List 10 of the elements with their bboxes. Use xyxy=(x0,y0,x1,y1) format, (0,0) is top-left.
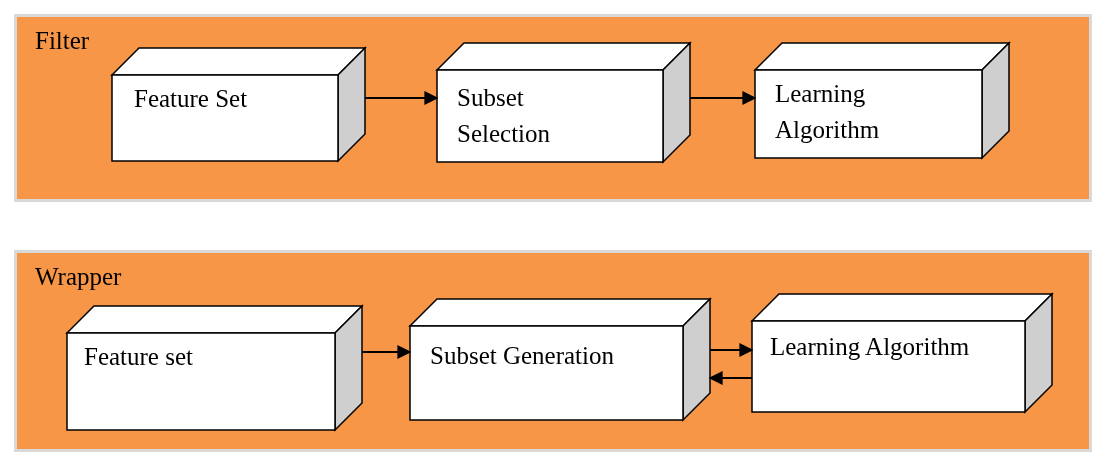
block-label: Learning Algorithm xyxy=(775,79,881,145)
group-panel xyxy=(14,250,1092,452)
block-label: Subset Generation xyxy=(430,341,615,371)
block-label: Subset Selection xyxy=(457,83,552,149)
block-label: Feature set xyxy=(84,342,194,372)
block-label: Feature Set xyxy=(134,84,249,114)
block-label: Learning Algorithm xyxy=(770,332,971,362)
group-panel xyxy=(14,14,1092,202)
panel-title: Filter xyxy=(35,27,90,55)
panel-title: Wrapper xyxy=(35,263,122,291)
